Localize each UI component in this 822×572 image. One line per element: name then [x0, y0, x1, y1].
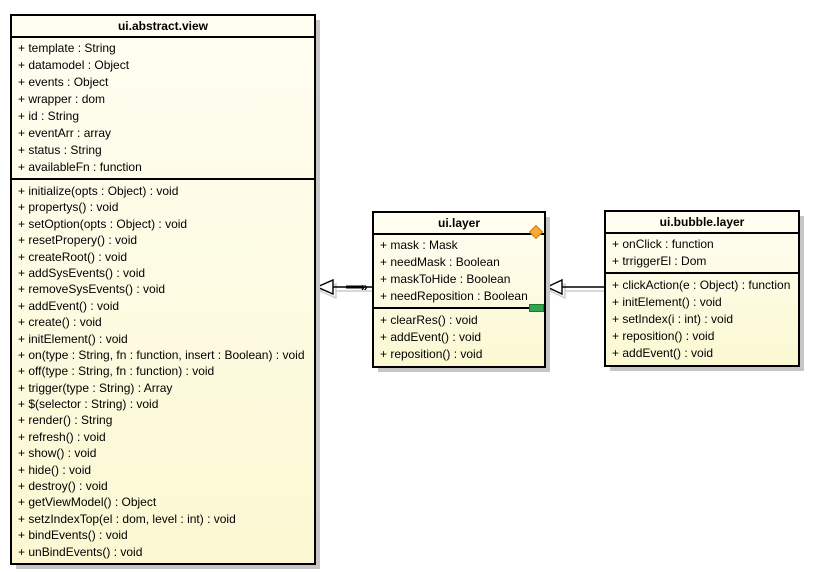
member-row: + setzIndexTop(el : dom, level : int) : … [18, 511, 236, 526]
member-row: + needMask : Boolean [380, 255, 500, 269]
member-row: + setIndex(i : int) : void [612, 312, 734, 326]
member-row: + on(type : String, fn : function, inser… [18, 347, 305, 362]
member-row: + eventArr : array [18, 126, 112, 140]
member-row: + datamodel : Object [18, 58, 130, 72]
class-box-ui-layer[interactable]: ui.layer + mask : Mask + needMask : Boole… [372, 211, 546, 368]
attributes-section: + mask : Mask + needMask : Boolean + maskT… [374, 235, 544, 309]
class-title: ui.bubble.layer [606, 212, 798, 234]
member-row: + addEvent() : void [380, 330, 482, 344]
member-row: + status : String [18, 143, 102, 157]
member-row: + initialize(opts : Object) : void [18, 184, 179, 198]
member-row: + removeSysEvents() : void [18, 282, 166, 297]
member-row: + maskToHide : Boolean [380, 272, 511, 286]
member-row: + destroy() : void [18, 479, 108, 494]
class-box-ui-abstract-view[interactable]: ui.abstract.view + template : String + da… [10, 14, 316, 565]
attributes-section: + onClick : function + trriggerEl : Dom [606, 234, 798, 274]
methods-section: + clickAction(e : Object) : function + in… [606, 274, 798, 365]
hollow-triangle-arrowhead [545, 278, 563, 296]
attributes-section: + template : String + datamodel : Object +… [12, 38, 314, 180]
class-title: ui.layer [374, 213, 544, 235]
hollow-triangle-arrowhead [315, 278, 334, 296]
member-row: + mask : Mask [380, 238, 458, 252]
member-row: + events : Object [18, 75, 109, 89]
member-row: + $(selector : String) : void [18, 397, 159, 412]
member-row: + needReposition : Boolean [380, 289, 528, 303]
generalization-bubble-layer-to-layer[interactable] [545, 278, 604, 296]
member-row: + trigger(type : String) : Array [18, 380, 173, 395]
member-row: + clickAction(e : Object) : function [612, 278, 791, 292]
member-row: + resetPropery() : void [18, 233, 138, 248]
member-row: + reposition() : void [612, 329, 715, 343]
member-row: + bindEvents() : void [18, 528, 128, 543]
member-row: + propertys() : void [18, 200, 119, 215]
green-rect-anchor-icon[interactable] [529, 304, 544, 312]
member-row: + off(type : String, fn : function) : vo… [18, 364, 215, 379]
member-row: + createRoot() : void [18, 249, 128, 264]
member-row: + initElement() : void [612, 295, 722, 309]
member-row: + template : String [18, 41, 116, 55]
member-row: + refresh() : void [18, 429, 106, 444]
member-row: + addSysEvents() : void [18, 265, 146, 280]
member-row: + getViewModel() : Object [18, 495, 157, 510]
member-row: + wrapper : dom [18, 92, 106, 106]
double-chevron-decoration: » [361, 280, 368, 294]
member-row: + onClick : function [612, 237, 714, 251]
member-row: + show() : void [18, 446, 97, 461]
member-row: + create() : void [18, 315, 102, 330]
member-row: + hide() : void [18, 462, 92, 477]
member-row: + render() : String [18, 413, 113, 428]
member-row: + initElement() : void [18, 331, 128, 346]
class-box-ui-bubble-layer[interactable]: ui.bubble.layer + onClick : function + tr… [604, 210, 800, 367]
class-title: ui.abstract.view [12, 16, 314, 38]
member-row: + addEvent() : void [612, 346, 714, 360]
methods-section: + initialize(opts : Object) : void + prop… [12, 180, 314, 563]
member-row: + setOption(opts : Object) : void [18, 216, 188, 231]
member-row: + unBindEvents() : void [18, 544, 143, 559]
member-row: + clearRes() : void [380, 313, 478, 327]
member-row: + availableFn : function [18, 160, 142, 174]
member-row: + addEvent() : void [18, 298, 120, 313]
member-row: + reposition() : void [380, 347, 483, 361]
member-row: + id : String [18, 109, 80, 123]
generalization-layer-to-abstract-view[interactable]: » [315, 278, 372, 296]
methods-section: + clearRes() : void + addEvent() : void + … [374, 309, 544, 366]
member-row: + trriggerEl : Dom [612, 254, 707, 268]
